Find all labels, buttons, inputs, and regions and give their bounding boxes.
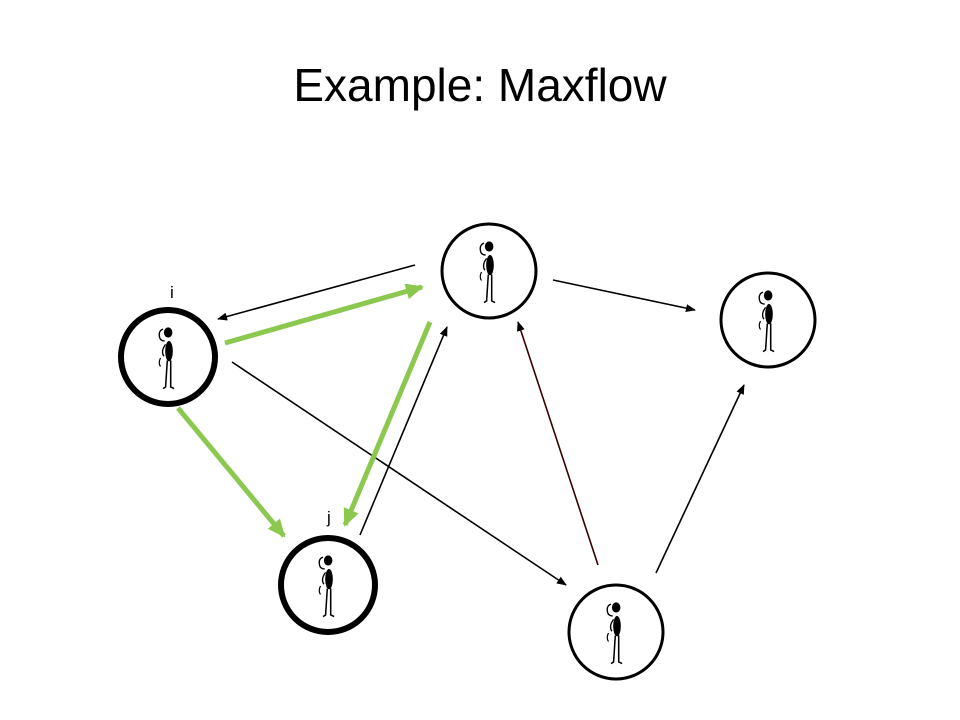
flow-edge-i-to-top <box>224 283 424 346</box>
node-i <box>118 307 218 407</box>
node-right <box>719 271 817 369</box>
node-top <box>440 222 538 320</box>
edge-j-to-top <box>359 326 448 536</box>
edge-bottom-to-right <box>655 384 745 574</box>
flow-edge-top-to-j <box>342 321 433 527</box>
edge-bottom-to-top <box>517 321 599 566</box>
node-bottom <box>567 583 665 681</box>
edge-top-to-right <box>552 279 696 313</box>
node-j <box>278 535 378 635</box>
node-label-j: j <box>326 508 331 527</box>
edge-i-to-bottom <box>231 361 567 586</box>
slide-title: Example: Maxflow <box>293 59 667 111</box>
flow-edge-i-to-j <box>176 406 286 538</box>
node-label-i: i <box>170 283 174 302</box>
edge-top-to-i <box>217 264 416 321</box>
